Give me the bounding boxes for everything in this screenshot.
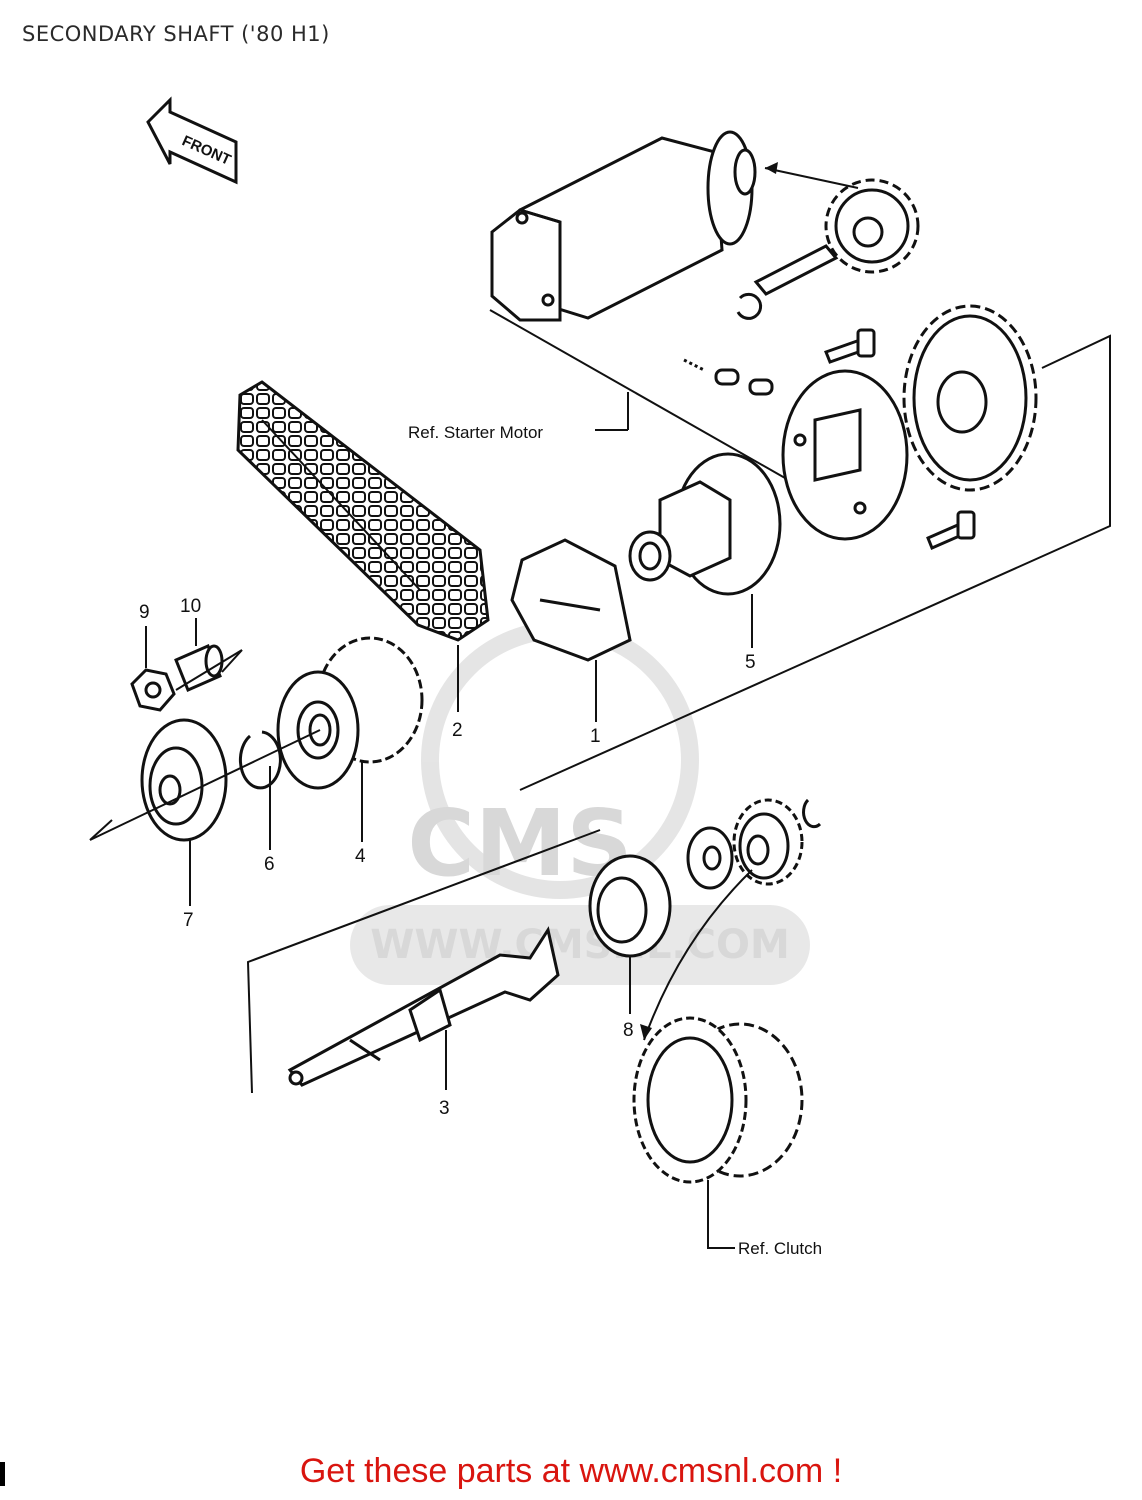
ball-bearing-left [140, 718, 228, 842]
corner-mark [0, 1462, 5, 1486]
output-sprocket-gear [276, 636, 424, 790]
ref-starter-motor-label: Ref. Starter Motor [408, 423, 543, 442]
callout-3: 3 [439, 1098, 450, 1119]
ref-clutch-leader [707, 1180, 735, 1249]
circlip-right [802, 798, 822, 829]
bolt-lower [926, 510, 976, 550]
watermark-url-text: WWW.CMSNL.COM [370, 922, 790, 968]
axis-line-bearing [89, 729, 321, 841]
front-arrow-icon: FRONT [146, 96, 238, 185]
collar [174, 644, 224, 692]
page-title: SECONDARY SHAFT ('80 H1) [22, 22, 330, 46]
starter-clutch-sprocket [902, 304, 1038, 492]
starter-idle-gear [824, 178, 920, 274]
ref-starter-motor-leader [489, 309, 786, 479]
axis-line-nut [175, 649, 243, 691]
callout-9: 9 [139, 602, 150, 623]
callout-7: 7 [183, 910, 194, 931]
washer [686, 826, 734, 890]
ball-bearing-right [588, 854, 672, 958]
ref-clutch-label: Ref. Clutch [738, 1239, 822, 1258]
group-bracket-lower [246, 829, 601, 1094]
callout-leaders [145, 594, 753, 1090]
idle-shaft-pin [736, 244, 839, 320]
secondary-shaft [287, 926, 560, 1087]
watermark-logo: CMS WWW.CMSNL.COM [350, 621, 810, 985]
secondary-gear-hub [628, 452, 782, 596]
circlip [238, 730, 282, 790]
callout-10: 10 [180, 596, 201, 617]
clutch-housing [632, 1016, 804, 1184]
bolt-upper [824, 328, 876, 364]
clutch-rollers [683, 358, 774, 396]
group-bracket-upper [519, 334, 1111, 791]
callout-2: 2 [452, 720, 463, 741]
damper-rubber [510, 538, 632, 662]
cta-link[interactable]: Get these parts at www.cmsnl.com ! [299, 1452, 843, 1490]
callout-4: 4 [355, 846, 366, 867]
primary-chain [236, 380, 490, 642]
starter-motor [490, 130, 757, 322]
callout-8: 8 [623, 1020, 634, 1041]
starter-clutch-body [781, 369, 909, 541]
secondary-small-gear [732, 798, 804, 886]
callout-6: 6 [264, 854, 275, 875]
assembly-arrow [643, 869, 753, 1041]
callout-1: 1 [590, 726, 601, 747]
nut [130, 668, 176, 712]
callout-5: 5 [745, 652, 756, 673]
